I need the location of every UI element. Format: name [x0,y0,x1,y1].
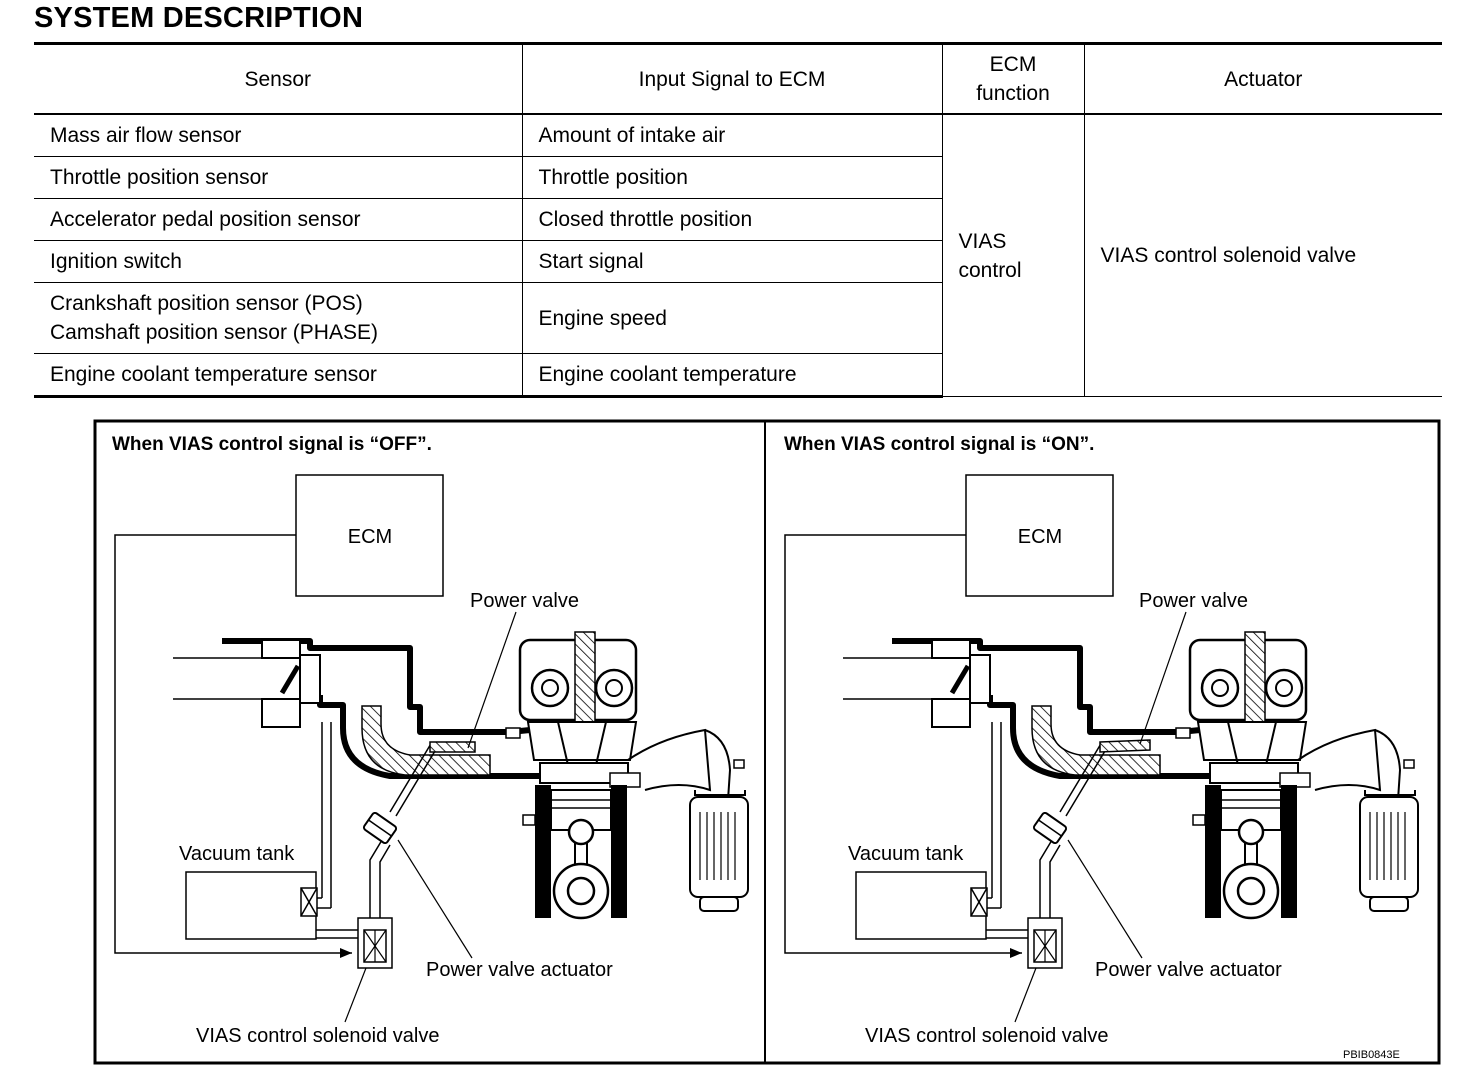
solenoid-leader [1014,967,1037,1023]
header-sensor: Sensor [34,45,523,115]
power-valve-actuator-label: Power valve actuator [1095,959,1282,981]
table-row: Crankshaft position sensor (POS) Camshaf… [34,282,1442,354]
power-valve-leader [1139,611,1187,745]
solenoid-leader [344,967,367,1023]
table-header-row: Sensor Input Signal to ECM ECM function … [34,45,1442,115]
table-row: Mass air flow sensor Amount of intake ai… [34,113,1442,397]
ecm-label: ECM [1018,526,1062,548]
sensor-line1: Crankshaft position sensor (POS) [50,292,363,315]
sensor-cell: Engine coolant temperature sensor [34,353,523,398]
ecm-function-line2: control [958,258,1022,282]
input-cell: Start signal [521,240,942,283]
header-ecm-function-line1: ECM [989,53,1037,76]
vacuum-tank-label: Vacuum tank [848,843,964,865]
input-cell: Throttle position [521,156,942,199]
panel-on: When VIAS control signal is “ON”. ECM Po… [784,434,1418,1061]
power-valve-label: Power valve [1139,590,1248,612]
vacuum-tank-label: Vacuum tank [179,843,295,865]
table-row: Engine coolant temperature sensor Engine… [34,353,1442,398]
header-input-signal: Input Signal to ECM [521,45,943,115]
actuator-cell: VIAS control solenoid valve [1083,113,1442,397]
power-valve-plate [1099,739,1151,753]
panel-on-heading: When VIAS control signal is “ON”. [784,434,1094,455]
system-description-table: Sensor Input Signal to ECM ECM function … [34,45,1442,398]
table-row: Accelerator pedal position sensor Closed… [34,198,1442,241]
input-cell: Engine coolant temperature [521,353,942,398]
table-row: Ignition switch Start signal [34,240,1442,283]
power-valve-actuator-label: Power valve actuator [426,959,613,981]
sensor-cell: Crankshaft position sensor (POS) Camshaf… [34,282,523,354]
panel-off: When VIAS control signal is “OFF”. ECM P… [112,434,748,1047]
panel-off-heading: When VIAS control signal is “OFF”. [112,434,432,455]
diagram-frame [93,419,1441,1065]
input-cell: Engine speed [521,282,942,354]
ecm-function-cell: VIAS control [941,113,1085,397]
solenoid-valve-label: VIAS control solenoid valve [196,1025,439,1047]
reference-code: PBIB0843E [1343,1049,1400,1061]
sensor-cell: Mass air flow sensor [34,113,523,157]
table-row: Throttle position sensor Throttle positi… [34,156,1442,199]
page-title: SYSTEM DESCRIPTION [34,2,364,34]
ecm-function-line1: VIAS [958,229,1007,253]
sensor-line2: Camshaft position sensor (PHASE) [50,321,378,344]
title-rule [34,42,1442,45]
ecm-label: ECM [348,526,392,548]
sensor-cell: Ignition switch [34,240,523,283]
header-ecm-function-line2: function [976,82,1050,105]
power-valve-plate [429,741,476,753]
header-ecm-function: ECM function [941,45,1085,115]
solenoid-valve-label: VIAS control solenoid valve [865,1025,1108,1047]
actuator-leader [397,839,473,959]
sensor-cell: Throttle position sensor [34,156,523,199]
power-valve-leader [467,611,517,749]
actuator-leader [1067,839,1143,959]
power-valve-label: Power valve [470,590,579,612]
header-actuator: Actuator [1083,45,1442,115]
input-cell: Closed throttle position [521,198,942,241]
